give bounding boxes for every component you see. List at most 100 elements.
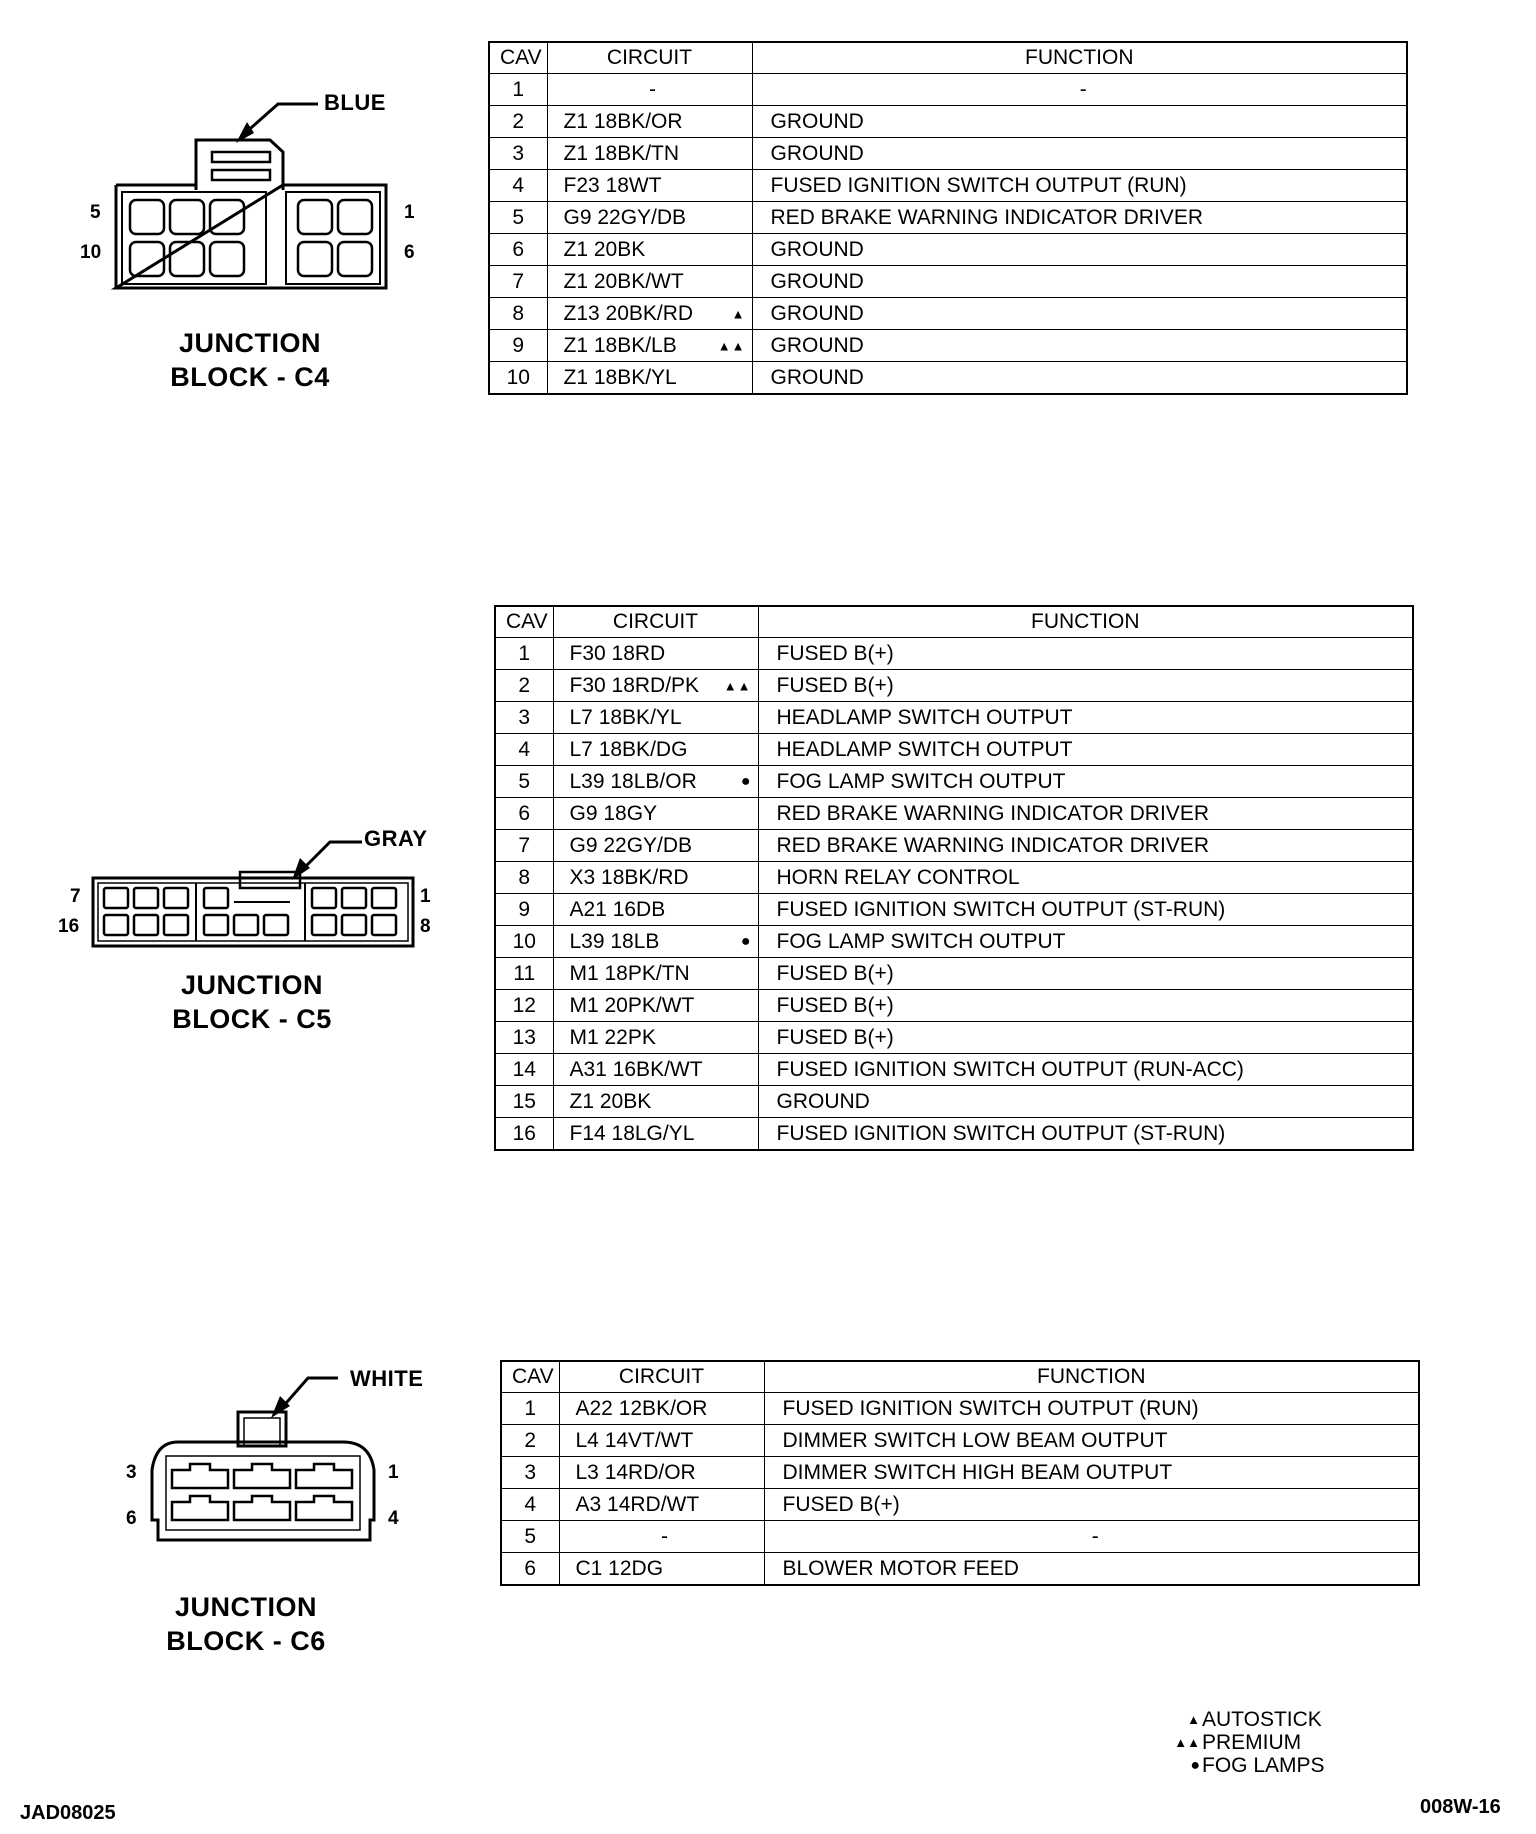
junction-block-title: JUNCTION BLOCK - C4 [150,326,350,394]
circuit-cell: Z13 20BK/RD ▲ [546,297,753,330]
connector-c4-drawing [110,102,388,290]
header-cav: CAV [494,605,554,638]
legend-label: FOG LAMPS [1202,1754,1325,1777]
function-cell: FUSED B(+) [763,1488,1420,1521]
cav-cell: 14 [494,1053,554,1086]
function-cell: HEADLAMP SWITCH OUTPUT [757,701,1414,734]
title-line-2: BLOCK - C5 [172,1004,332,1034]
circuit-code: Z1 20BK/WT [563,269,684,293]
circuit-code: A22 12BK/OR [575,1396,708,1420]
function-cell: - [763,1520,1420,1553]
function-cell: RED BRAKE WARNING INDICATOR DRIVER [757,829,1414,862]
function-cell: RED BRAKE WARNING INDICATOR DRIVER [751,201,1408,234]
title-line-1: JUNCTION [174,1592,317,1622]
header-circuit: CIRCUIT [546,41,753,74]
circuit-cell: A31 16BK/WT [552,1053,759,1086]
cav-cell: 15 [494,1085,554,1118]
cav-cell: 2 [494,669,554,702]
junction-block-title: JUNCTION BLOCK - C6 [146,1590,346,1658]
legend-label: AUTOSTICK [1202,1708,1322,1731]
pin-label-bottom-left: 10 [80,242,102,263]
function-cell: - [751,73,1408,106]
circuit-cell: Z1 20BK [552,1085,759,1118]
cav-cell: 8 [488,297,548,330]
pin-label-bottom-right: 8 [420,916,431,937]
cav-cell: 11 [494,957,554,990]
cav-cell: 7 [488,265,548,298]
cav-cell: 6 [494,797,554,830]
circuit-cell: L39 18LB● [552,925,759,958]
cav-cell: 4 [488,169,548,202]
function-cell: FUSED IGNITION SWITCH OUTPUT (RUN) [751,169,1408,202]
circuit-code: G9 22GY/DB [569,833,693,857]
pin-label-top-right: 1 [420,886,431,907]
circuit-cell: L7 18BK/YL [552,701,759,734]
connector-c5-drawing [91,840,415,948]
legend-label: PREMIUM [1202,1731,1302,1754]
circuit-cell: M1 20PK/WT [552,989,759,1022]
table-header-row: CAV CIRCUIT FUNCTION [500,1360,1420,1393]
circuit-code: Z1 18BK/TN [563,141,680,165]
circuit-code: - [649,77,656,101]
function-cell: FUSED B(+) [757,669,1414,702]
junction-block-title: JUNCTION BLOCK - C5 [152,968,352,1036]
table-row: 8 Z13 20BK/RD ▲ GROUND [488,297,1408,330]
function-cell: GROUND [751,265,1408,298]
circuit-code: L4 14VT/WT [575,1428,694,1452]
pin-label-bottom-right: 6 [404,242,415,263]
table-row: 5-- [500,1520,1420,1553]
function-cell: GROUND [751,361,1408,395]
triangle-icon: ▲ [731,306,746,321]
circuit-cell: M1 18PK/TN [552,957,759,990]
pin-label-bottom-left: 6 [126,1508,137,1529]
header-cav: CAV [488,41,548,74]
figure-id-right: 008W-16 [1420,1796,1501,1818]
pin-label-top-left: 5 [90,202,101,223]
connector-c6-drawing [150,1376,376,1542]
cav-cell: 4 [494,733,554,766]
header-function: FUNCTION [751,41,1408,74]
cav-cell: 10 [488,361,548,395]
circuit-code: Z1 18BK/LB [563,333,677,357]
circuit-cell: Z1 18BK/YL [546,361,753,395]
header-circuit: CIRCUIT [552,605,759,638]
cav-cell: 10 [494,925,554,958]
function-cell: FUSED B(+) [757,637,1414,670]
cav-cell: 8 [494,861,554,894]
header-circuit: CIRCUIT [558,1360,765,1393]
cav-cell: 3 [488,137,548,170]
connector-c4-diagram [108,100,408,300]
cav-cell: 13 [494,1021,554,1054]
circuit-code: L7 18BK/YL [569,705,682,729]
circuit-code: Z13 20BK/RD [563,301,694,325]
cav-cell: 5 [488,201,548,234]
circuit-cell: Z1 18BK/OR [546,105,753,138]
circuit-code: F14 18LG/YL [569,1121,695,1145]
circuit-cell: L39 18LB/OR● [552,765,759,798]
dot-icon: ● [740,772,752,790]
circuit-code: L3 14RD/OR [575,1460,696,1484]
connector-c6-diagram [138,1366,398,1556]
double-triangle-icon: ▲▲ [1174,1735,1200,1750]
circuit-code: - [661,1524,668,1548]
function-cell: GROUND [751,297,1408,330]
pin-label-bottom-right: 4 [388,1508,399,1529]
function-cell: GROUND [751,329,1408,362]
circuit-code: M1 22PK [569,1025,656,1049]
